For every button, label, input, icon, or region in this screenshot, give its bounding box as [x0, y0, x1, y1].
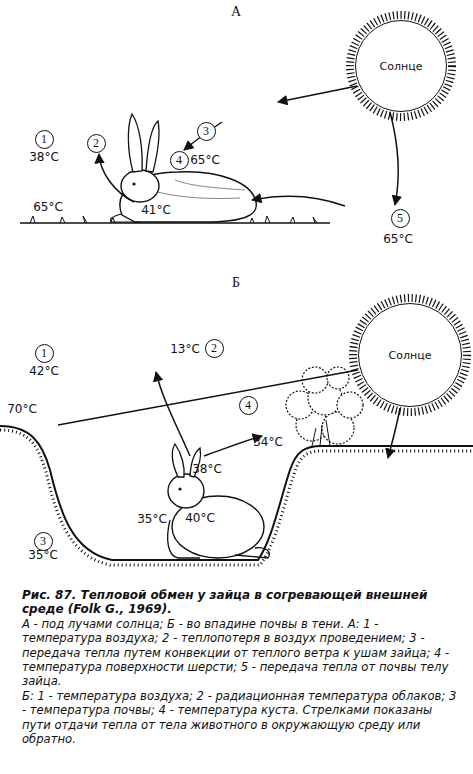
temperature-label: 65°C [190, 154, 220, 167]
hare-paw [110, 214, 140, 222]
temperature-label: 65°C [383, 233, 413, 246]
figure-caption: Рис. 87. Тепловой обмен у зайца в согрев… [22, 588, 458, 617]
temperature-label: 42°C [29, 365, 59, 378]
callout-text: 1 [41, 133, 47, 145]
hare-ear [146, 121, 159, 172]
temperature-label: 38°C [29, 151, 59, 164]
temperature-label: 35°C [28, 549, 58, 562]
heat-arrow [99, 154, 134, 202]
caption-explanation: Б: 1 - температура воздуха; 2 - радиацио… [22, 689, 458, 747]
fur-lines [150, 180, 245, 199]
callout-text: 3 [40, 535, 46, 547]
temperature-label: 38°C [192, 463, 222, 476]
hare-eye [178, 487, 181, 490]
radiation-line [58, 370, 358, 425]
sun-rays [350, 15, 452, 117]
sun-circle: Солнце [358, 303, 462, 407]
callout-number: 2 [87, 134, 106, 153]
callout-number: 4 [170, 151, 189, 170]
temperature-label: 13°C [170, 343, 200, 356]
callout-text: 3 [203, 125, 209, 137]
callout-text: 4 [176, 154, 182, 166]
heat-arrow [252, 196, 345, 206]
bush [286, 367, 363, 444]
callout-number: 3 [34, 532, 53, 551]
heat-arrow [156, 372, 190, 456]
soil-texture [0, 430, 473, 565]
hare-ear [172, 444, 184, 477]
sun-circle: Солнце [355, 20, 447, 112]
hare-ear [128, 114, 142, 172]
callout-number: 5 [391, 209, 410, 228]
hare-leg [168, 520, 200, 558]
caption-block: Рис. 87. Тепловой обмен у зайца в согрев… [22, 588, 458, 746]
hare-foot [235, 548, 269, 558]
callout-text: 2 [93, 137, 99, 149]
caption-explanation: А - под лучами солнца; Б - во впадине по… [22, 617, 458, 689]
sun-label: Солнце [389, 349, 432, 362]
sun-rays [353, 298, 467, 412]
temperature-label: 34°C [253, 436, 283, 449]
callout-text: 4 [245, 399, 251, 411]
callout-number: 1 [35, 344, 54, 363]
temperature-label: 35°C [137, 513, 167, 526]
temperature-label: 70°C [7, 403, 37, 416]
callout-number: 2 [205, 339, 224, 358]
heat-arrow [278, 86, 357, 102]
callout-number: 4 [239, 396, 258, 415]
panel-letter: А [231, 4, 241, 19]
temperature-label: 41°C [141, 204, 171, 217]
hare-eye [132, 182, 135, 185]
callout-text: 5 [397, 212, 403, 224]
sun-label: Солнце [380, 60, 423, 73]
callout-text: 2 [211, 342, 217, 354]
panel-letter: Б [232, 275, 240, 290]
temperature-label: 65°C [33, 201, 63, 214]
callout-text: 1 [41, 347, 47, 359]
ground-profile [0, 426, 473, 560]
heat-arrow [184, 122, 222, 150]
hare-head [168, 474, 204, 508]
temperature-label: 40°C [185, 512, 215, 525]
callout-number: 3 [197, 122, 216, 141]
heat-arrow [390, 112, 398, 205]
callout-number: 1 [35, 130, 54, 149]
bush-stems [312, 420, 330, 446]
heat-arrow [388, 408, 400, 458]
